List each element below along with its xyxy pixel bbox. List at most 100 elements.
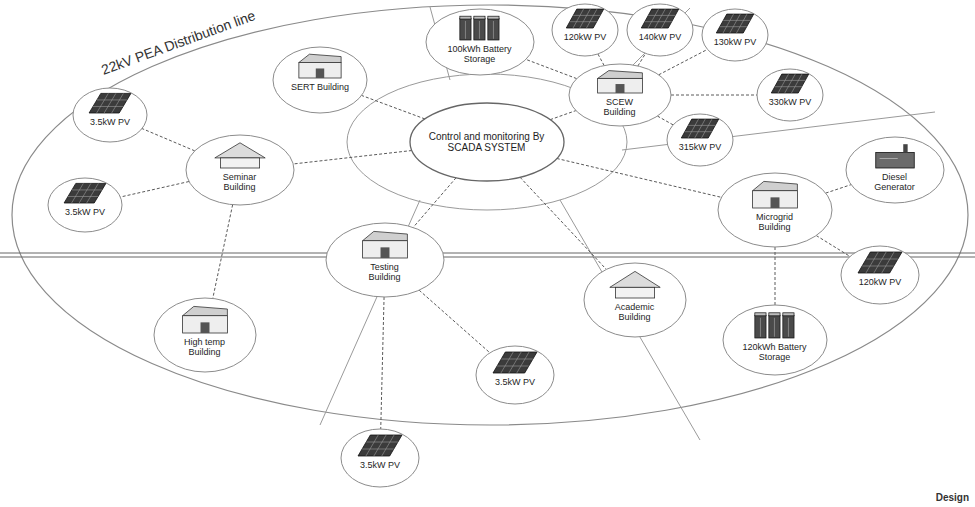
pv-grid — [87, 183, 99, 203]
node-label: 100kWh Battery Storage — [445, 44, 515, 64]
pv-grid — [730, 14, 740, 33]
building-roof — [753, 181, 798, 190]
node-text-block: High temp Building — [175, 337, 235, 357]
battery-cell — [769, 315, 780, 338]
node-outline — [185, 134, 295, 206]
pv-node: 120kW PV — [551, 3, 619, 57]
building-icon — [753, 181, 798, 208]
pv-grid — [661, 9, 671, 28]
node-ellipse — [702, 9, 768, 61]
node-text-block: 100kWh Battery Storage — [445, 44, 515, 64]
pv-icon — [716, 14, 753, 33]
pv-grid — [501, 352, 513, 373]
building-body — [363, 241, 408, 258]
battery-top — [488, 16, 499, 19]
pv-grid — [580, 9, 590, 28]
building-node: Testing Building — [325, 222, 445, 298]
node-text-block: 3.5kW PV — [359, 460, 401, 470]
node-text-block: 130kW PV — [713, 37, 757, 47]
battery-top — [755, 313, 766, 316]
pv-grid — [655, 9, 665, 28]
node-label: 3.5kW PV — [64, 207, 106, 217]
battery-node: 120kWh Battery Storage — [722, 304, 828, 376]
node-outline — [153, 297, 257, 373]
node-ellipse — [48, 178, 122, 232]
pv-grid — [701, 119, 711, 138]
pv-panel — [358, 435, 402, 456]
node-label: SERT Building — [290, 82, 350, 92]
node-label: Academic Building — [605, 302, 665, 322]
node-outline — [666, 113, 734, 167]
dashed-connector — [381, 297, 384, 429]
pv-icon — [358, 435, 402, 456]
scada-ellipse: Control and monitoring By SCADA SYSTEM — [409, 102, 565, 182]
pv-grid — [778, 74, 788, 93]
node-text-block: 330kW PV — [768, 97, 812, 107]
battery-stripe — [479, 21, 480, 39]
node-outline — [47, 177, 123, 233]
node-outline — [840, 245, 920, 305]
battery-top — [474, 16, 485, 19]
battery-stripe — [760, 318, 761, 337]
node-ellipse — [627, 4, 693, 56]
pv-panel — [64, 183, 106, 203]
battery-stripe — [465, 21, 466, 39]
node-text-block: SCEW Building — [590, 97, 650, 117]
distribution-ring — [12, 5, 968, 425]
building-icon — [598, 71, 643, 93]
node-outline — [626, 3, 694, 57]
node-outline — [756, 68, 824, 122]
pv-grid — [586, 9, 596, 28]
building-node: SCEW Building — [568, 63, 672, 127]
node-outline — [568, 63, 672, 127]
dashed-connector — [657, 116, 673, 125]
battery-cell — [474, 19, 485, 40]
pv-node: 3.5kW PV — [47, 177, 123, 233]
node-label: 120kW PV — [563, 32, 607, 42]
pv-panel — [681, 119, 718, 138]
pv-grid — [104, 93, 116, 113]
pv-icon — [641, 9, 678, 28]
building-roof — [598, 71, 643, 79]
node-label: High temp Building — [175, 337, 235, 357]
pv-node: 315kW PV — [666, 113, 734, 167]
pv-panel — [858, 252, 902, 273]
building-icon — [363, 231, 408, 258]
building-door — [771, 197, 780, 208]
building-icon — [299, 54, 341, 78]
pv-icon — [64, 183, 106, 203]
sector-line — [560, 200, 700, 440]
node-label: 120kWh Battery Storage — [740, 342, 810, 362]
battery-stripe — [788, 318, 789, 337]
node-label: 3.5kW PV — [494, 377, 536, 387]
pv-grid — [723, 14, 733, 33]
dashed-connector — [816, 236, 850, 257]
node-outline — [701, 8, 769, 62]
pv-grid — [736, 14, 746, 33]
pv-grid — [866, 252, 878, 273]
node-text-block: Seminar Building — [210, 172, 270, 192]
building-body — [598, 78, 643, 93]
building-door — [316, 68, 324, 78]
battery-icon — [755, 313, 794, 338]
node-ellipse — [569, 64, 671, 126]
dashed-connector — [598, 54, 604, 66]
node-label: 140kW PV — [638, 32, 682, 42]
node-text-block: Academic Building — [605, 302, 665, 322]
node-ellipse — [552, 4, 618, 56]
battery-cell — [460, 19, 471, 40]
pv-grid — [874, 252, 886, 273]
node-ellipse — [667, 114, 733, 166]
pv-grid — [509, 352, 521, 373]
building-body — [183, 316, 228, 333]
node-label: 120kW PV — [858, 277, 902, 287]
pv-grid — [648, 9, 658, 28]
building-body — [299, 63, 341, 78]
pv-panel — [493, 352, 537, 373]
battery-stripe — [774, 318, 775, 337]
building-node: Academic Building — [583, 262, 687, 338]
battery-cell — [755, 315, 766, 338]
node-outline — [272, 46, 368, 114]
dashed-connector — [142, 129, 195, 151]
building-body — [220, 158, 259, 168]
